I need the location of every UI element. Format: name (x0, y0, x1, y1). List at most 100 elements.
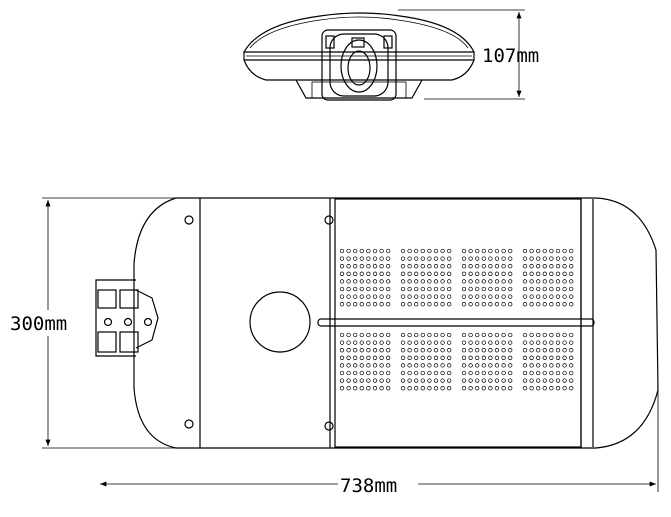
vent-hole (475, 332, 480, 338)
vent-hole (562, 256, 567, 261)
vent-hole (400, 363, 406, 368)
vent-hole (346, 264, 351, 269)
vent-hole (494, 256, 500, 261)
vent-hole (400, 286, 406, 292)
vent-hole (522, 386, 528, 391)
vent-hole (508, 348, 513, 353)
vent-hole (508, 355, 513, 360)
vent-hole (414, 286, 419, 292)
vent-hole (400, 294, 406, 299)
vent-hole (475, 302, 480, 307)
vent-hole (420, 386, 425, 391)
vent-hole (536, 332, 541, 338)
vent-hole (522, 271, 528, 276)
vent-hole (562, 340, 567, 345)
vent-hole (359, 248, 364, 254)
height-dimension: 107mm (398, 9, 539, 100)
vent-hole (549, 264, 554, 269)
vent-hole (468, 348, 473, 353)
vent-hole (359, 294, 364, 299)
vent-hole (359, 279, 364, 284)
vent-hole (494, 386, 500, 391)
vent-hole (427, 294, 432, 299)
vent-hole (346, 370, 351, 376)
vent-hole (407, 386, 412, 391)
vent-hole (379, 370, 384, 376)
vent-hole (353, 279, 358, 284)
vent-hole (549, 271, 554, 276)
vent-hole (440, 348, 445, 353)
vent-hole (461, 355, 467, 360)
vent-hole (414, 340, 419, 345)
vent-hole (536, 286, 541, 292)
vent-hole (494, 279, 500, 284)
vent-hole (427, 386, 432, 391)
vent-hole (508, 286, 513, 292)
vent-hole (400, 378, 406, 383)
vent-hole (359, 332, 364, 338)
vent-hole (447, 294, 452, 299)
vent-hole (468, 363, 473, 368)
vent-hole (372, 302, 378, 307)
vent-hole (400, 256, 406, 261)
vent-hole (508, 363, 513, 368)
vent-hole (447, 386, 452, 391)
vent-hole (447, 256, 452, 261)
vent-hole (366, 363, 371, 368)
vent-hole (569, 248, 574, 254)
vent-hole (542, 363, 547, 368)
vent-hole (420, 348, 425, 353)
vent-hole (366, 378, 371, 383)
vent-hole (494, 248, 500, 254)
vent-hole (407, 370, 412, 376)
vent-hole (447, 363, 452, 368)
vent-hole (529, 370, 534, 376)
vent-hole (529, 279, 534, 284)
vent-hole (447, 370, 452, 376)
vent-hole (549, 279, 554, 284)
vent-hole (508, 271, 513, 276)
vent-hole (481, 248, 486, 254)
vent-hole (542, 248, 547, 254)
vent-hole (427, 271, 432, 276)
vent-hole (508, 386, 513, 391)
vent-hole (414, 256, 419, 261)
vent-hole (433, 294, 439, 299)
vent-hole (481, 271, 486, 276)
vent-hole (569, 302, 574, 307)
vent-hole (475, 355, 480, 360)
vent-hole (562, 378, 567, 383)
vent-hole (501, 286, 506, 292)
vent-hole (481, 256, 486, 261)
vent-hole (481, 332, 486, 338)
vent-hole (461, 340, 467, 345)
vent-hole (549, 386, 554, 391)
vent-hole (481, 363, 486, 368)
side-dome-outline (243, 12, 475, 53)
vent-hole (569, 264, 574, 269)
vent-hole (359, 302, 364, 307)
vent-hole (427, 340, 432, 345)
vent-hole (494, 286, 500, 292)
vent-hole (366, 302, 371, 307)
width-label: 300mm (10, 313, 67, 335)
vent-hole (353, 340, 358, 345)
vent-hole (529, 348, 534, 353)
vent-hole (447, 279, 452, 284)
vent-hole (366, 248, 371, 254)
vent-hole (433, 279, 439, 284)
vent-hole (569, 286, 574, 292)
vent-hole (433, 286, 439, 292)
vent-hole (427, 363, 432, 368)
vent-hole (501, 332, 506, 338)
vent-hole (501, 386, 506, 391)
vent-hole (339, 286, 345, 292)
vent-hole (420, 340, 425, 345)
vent-hole (475, 271, 480, 276)
vent-hole (542, 286, 547, 292)
vent-hole (440, 386, 445, 391)
vent-hole (549, 294, 554, 299)
vent-hole (427, 264, 432, 269)
vent-hole (433, 386, 439, 391)
vent-hole (427, 302, 432, 307)
